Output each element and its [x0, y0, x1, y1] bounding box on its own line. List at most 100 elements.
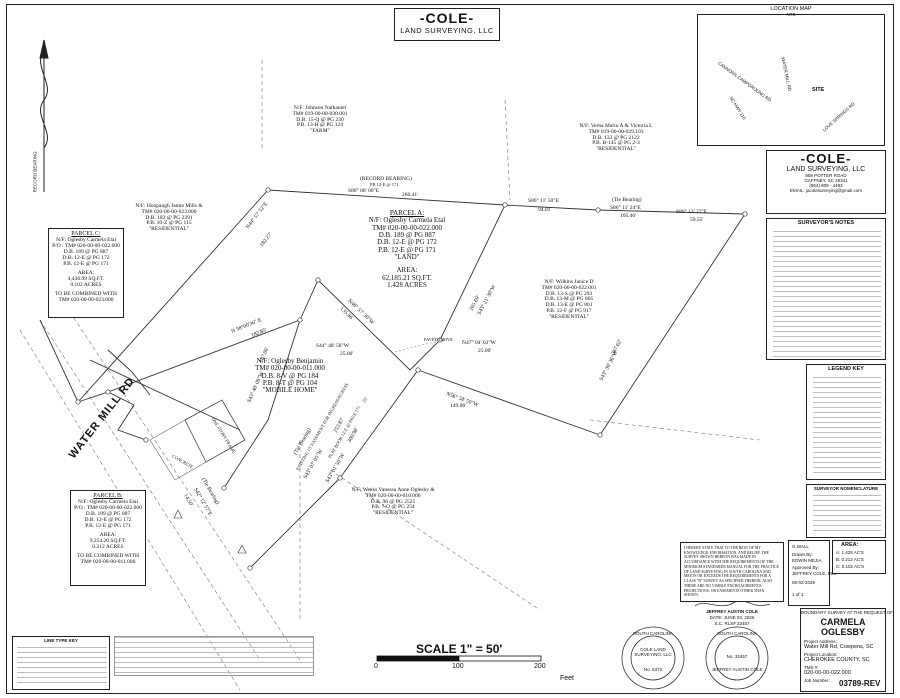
- bearing-n47: N47° 04' 02"W: [462, 340, 496, 346]
- bearing-s86-13: S86° 13' 27"E: [676, 209, 708, 215]
- bearing-s44: S44° 48' 58"W: [316, 343, 349, 349]
- location-map-title: LOCATION MAP: [770, 6, 812, 12]
- company-block-sub: LAND SURVEYING, LLC: [786, 166, 866, 173]
- nomenclature-entries: [813, 495, 881, 535]
- legend-key: LEGEND KEY: [806, 364, 886, 480]
- location-map-nts: NTS: [786, 12, 796, 17]
- sheet-current: 1: [792, 592, 795, 597]
- sheet-of: of: [795, 592, 800, 597]
- signature-date: DATE: JUNE 03, 2026: [709, 615, 755, 620]
- north-arrow-label: RECORD BEARING: [32, 151, 38, 193]
- approved-by: JEFFREY COLE, PLS: [792, 571, 837, 576]
- seal-right-name: JEFFREY AUSTIN COLE: [711, 667, 763, 672]
- road-label-love-springs: LOVE SPRINGS RD: [821, 101, 856, 133]
- company-subtitle: LAND SURVEYING, LLC: [400, 26, 494, 35]
- distance-94: 94.01': [538, 207, 552, 213]
- signer-name: JEFFREY AUSTIN COLE: [706, 609, 758, 614]
- sheet-border: [6, 4, 894, 694]
- surveyor-notes-title: SURVEYOR'S NOTES: [797, 220, 855, 226]
- seal-left-company: COLE LAND SURVEYING, LLC: [634, 647, 672, 657]
- distance-105: 105.46': [620, 213, 637, 219]
- bearing-s86-08: S86° 08' 00"E: [348, 188, 380, 194]
- project-address-label: Project Address:: [804, 639, 837, 644]
- area-a: A: 1.428 AC'S: [836, 550, 864, 555]
- scale-tick-100: 100: [452, 663, 464, 670]
- seal-left-number: No. 5372: [643, 667, 663, 672]
- adjoiner-hoopaugh: N/F: Hoopaugh Jamie Mills &TM# 020-00-00…: [135, 203, 203, 233]
- company-phone: (864) 809 - 4483: [809, 183, 843, 188]
- scale-unit: Feet: [560, 675, 575, 682]
- job-number-label: Job Number:: [804, 678, 830, 683]
- distance-149: 149.06': [450, 403, 467, 409]
- seal-right-number: No. 32457: [726, 654, 748, 659]
- paved-drive-label: PAVED DRIVE: [424, 337, 453, 342]
- company-block: -COLE- LAND SURVEYING, LLC 858 POTTER RO…: [766, 150, 886, 214]
- line-type-key: LINE TYPE KEY: [12, 636, 110, 690]
- line-type-entries: [17, 647, 107, 687]
- record-bearing-note: (RECORD BEARING): [360, 176, 412, 182]
- tms-number: 020-00-00-022.000: [804, 670, 851, 676]
- tie-bearing-top: (Tie Bearing): [612, 197, 642, 203]
- road-label-sc110: SC HWY 110: [728, 95, 747, 121]
- distance-25a: 25.00': [340, 351, 354, 357]
- drawn-by: EDWIN MEJIA: [792, 558, 822, 563]
- record-bearing-plat: PB 12-E @ 171: [370, 182, 399, 187]
- road-label-cannons: CANNONS CAMPGROUND RD: [717, 60, 773, 103]
- area-c: C: 0.102 AC'S: [836, 564, 865, 569]
- line-type-key-title: LINE TYPE KEY: [44, 638, 78, 643]
- distance-266: 266.41': [402, 192, 419, 198]
- request-label: BOUNDARY SURVEY AT THE REQUEST OF:: [801, 610, 895, 615]
- notes-text-lines: [773, 231, 881, 357]
- seal-left-state: SOUTH CAROLINA: [632, 631, 673, 636]
- legend-title: LEGEND KEY: [828, 366, 864, 372]
- nomenclature-title: SURVEYOR NOMENCLATURE: [813, 486, 879, 491]
- surveyor-nomenclature: SURVEYOR NOMENCLATURE: [806, 484, 886, 538]
- company-email: EMAIL: jacolesurveying@gmail.com: [789, 188, 863, 193]
- client-first: CARMELA: [820, 617, 866, 627]
- certification-statement: I HEREBY STATE THAT TO THE BEST OF MY KN…: [680, 542, 784, 602]
- legend-entries: [813, 377, 881, 477]
- sheet-total: 1: [800, 592, 804, 597]
- tms-label: TMS #:: [804, 665, 819, 670]
- bearing-s86-11-50: S86° 11' 50"E: [528, 198, 559, 204]
- company-block-name: -COLE-: [800, 151, 852, 166]
- sheet-number: 1 of 1: [792, 592, 804, 598]
- drawing-date: 06-02-2026: [792, 580, 816, 585]
- disclaimer-notes: [114, 636, 314, 676]
- company-address2: GAFFNEY, SC 29341: [804, 178, 848, 183]
- approved-by-label: Approved By:: [792, 565, 820, 570]
- surveyor-notes: SURVEYOR'S NOTES: [766, 218, 886, 360]
- scale-tick-200: 200: [534, 663, 546, 670]
- signer-rls: S.C. RLS# 32457: [714, 621, 750, 626]
- bearing-s86-11-24: S86° 11' 24"E: [610, 205, 641, 211]
- title-block: BOUNDARY SURVEY AT THE REQUEST OF: CARME…: [800, 608, 895, 692]
- party-chief: G.WALL: [792, 544, 809, 549]
- seal-right-state: SOUTH CAROLINA: [716, 631, 757, 636]
- drawn-by-label: Drawn By:: [792, 552, 813, 557]
- distance-59: 59.55': [690, 217, 704, 223]
- road-label-water-mill: WATER MILL RD: [780, 56, 793, 92]
- scale-label: SCALE 1" = 50': [416, 642, 503, 656]
- job-number: 03789-REV: [839, 679, 881, 688]
- area-b: B: 0.212 AC'S: [836, 557, 864, 562]
- area-summary-title: AREA:: [841, 542, 859, 548]
- adjoiner-weeks: N/F: Weeks Vanessa Anne Oglesby &TM# 020…: [351, 487, 435, 517]
- location-map: LOCATION MAP NTS SITE CANNONS CAMPGROUND…: [697, 6, 885, 146]
- area-summary: AREA: A: 1.428 AC'S B: 0.212 AC'S C: 0.1…: [832, 540, 886, 574]
- project-location-label: Project Location:: [804, 652, 838, 657]
- drawing-info: G.WALL Drawn By: EDWIN MEJIA Approved By…: [788, 540, 836, 606]
- site-label: SITE: [812, 87, 825, 93]
- project-location: CHEROKEE COUNTY, SC: [804, 657, 870, 663]
- scale-tick-0: 0: [374, 663, 378, 670]
- client-last: OGLESBY: [820, 627, 865, 637]
- company-header: -COLE- LAND SURVEYING, LLC: [394, 8, 500, 41]
